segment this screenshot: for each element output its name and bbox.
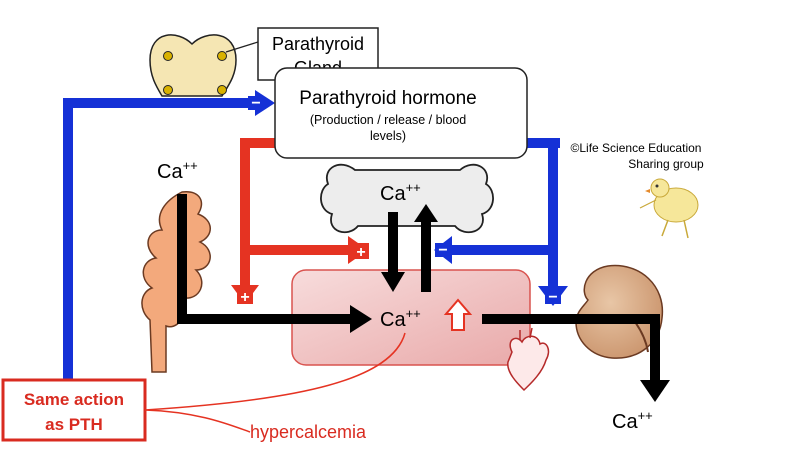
same-action-line2: as PTH [45,415,103,434]
ca-blood-label: Ca++ [380,306,421,331]
hypercalcemia-label: hypercalcemia [250,422,367,442]
blue-line-to-bone [450,245,558,255]
copyright-line2: Sharing group [628,157,704,171]
intestine-absorption-arrowhead [350,305,372,333]
gland-label-line1: Parathyroid [272,34,364,54]
arrow-bone-to-blood-head [381,272,405,292]
blue-line-right-top [520,138,560,148]
ca-increase-arrow [443,298,473,331]
blue-line-right-vertical [548,138,558,288]
ca-urine-label: Ca++ [612,408,653,433]
bone-illustration [320,163,494,234]
intestine-absorption-vertical [177,194,187,320]
kidney-illustration [575,264,664,359]
red-line-to-bone [240,245,350,255]
hormone-subtitle-line2: levels) [370,129,406,143]
blue-line-left-top [63,98,258,108]
hormone-box [274,67,528,159]
arrow-blood-to-bone-shaft [421,220,431,292]
arrow-bone-to-blood-shaft [388,212,398,274]
minus-sign-kidney: − [548,289,557,306]
minus-sign-hormone-bg [248,96,264,110]
bone-exchange-arrows [381,204,438,292]
same-action-box [1,378,147,442]
blue-line-left-vertical [63,98,73,382]
red-line-top [240,138,275,148]
hormone-subtitle-line1: (Production / release / blood [310,113,466,127]
minus-sign-kidney-bg [545,290,561,304]
arrow-blood-to-bone-head [414,204,438,222]
red-line-vertical [240,138,250,288]
hormone-title: Parathyroid hormone [299,88,476,109]
plus-sign-intestine-bg [237,288,253,304]
gland-callout-line [225,41,259,53]
excretion-arrowhead [640,380,670,402]
excretion-arrow-horizontal [482,314,660,324]
excretion-arrow-vertical [650,314,660,382]
ca-bone-label: Ca++ [380,180,421,205]
minus-sign-hormone: − [251,95,260,112]
same-action-line1: Same action [24,390,124,409]
plus-sign-bone: + [356,244,365,261]
copyright-line1: ©Life Science Education [571,141,702,155]
plus-sign-bone-bg [353,243,369,259]
plus-sign-intestine: + [240,289,249,306]
ca-intestine-label: Ca++ [157,158,198,183]
intestine-absorption-horizontal [177,314,352,324]
intestine-illustration [141,191,211,373]
parathyroid-gland-illustration [149,34,237,97]
hypercalcemia-callout-line [144,332,406,433]
minus-sign-bone: − [438,242,447,259]
chick-illustration [639,178,699,239]
heart-illustration [507,327,550,392]
minus-sign-bone-bg [435,243,451,257]
